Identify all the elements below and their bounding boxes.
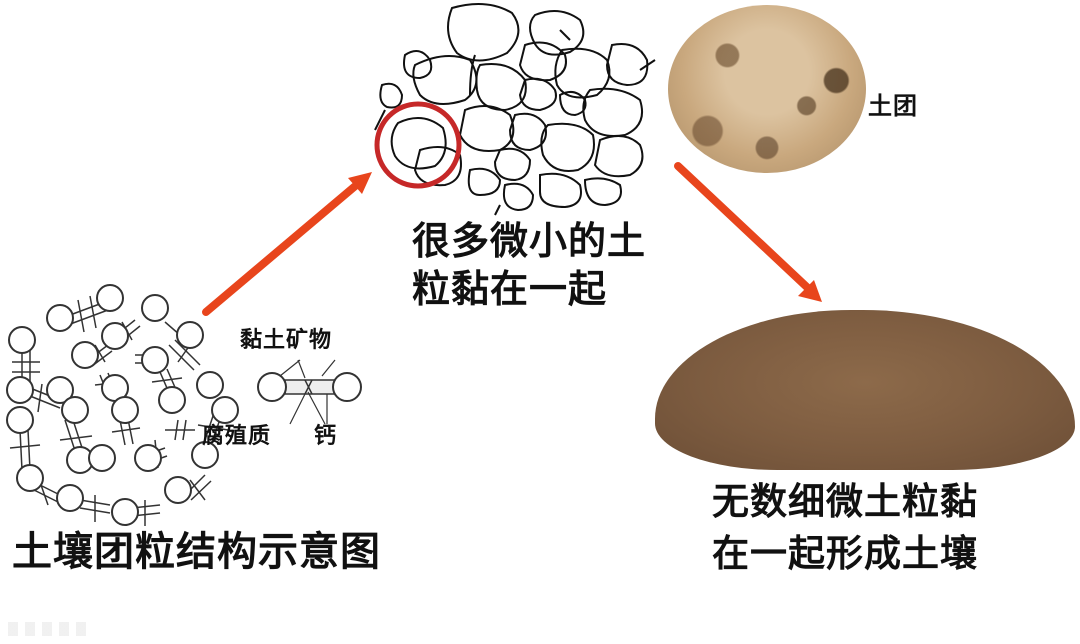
soil-aggregate-photo — [668, 5, 866, 173]
left-panel-title: 土壤团粒结构示意图 — [12, 529, 381, 575]
aggregate-chain-diagram — [6, 284, 239, 526]
watermark-icons — [8, 622, 93, 636]
middle-caption-line1: 很多微小的土 — [412, 219, 647, 263]
arrow-to-soil — [674, 162, 822, 302]
arrow-to-middle — [202, 172, 372, 316]
bond-inset-diagram — [257, 359, 362, 425]
label-calcium: 钙 — [314, 424, 338, 449]
label-humus: 腐殖质 — [202, 424, 272, 449]
soil-particles-diagram — [374, 3, 656, 216]
middle-caption-line2: 粒黏在一起 — [412, 267, 608, 311]
right-caption-line1: 无数细微土粒黏 — [712, 480, 978, 523]
right-caption-line2: 在一起形成土壤 — [712, 532, 978, 575]
label-aggregate: 土团 — [868, 92, 918, 120]
highlight-circle — [374, 101, 462, 189]
label-clay-minerals: 黏土矿物 — [240, 328, 333, 353]
